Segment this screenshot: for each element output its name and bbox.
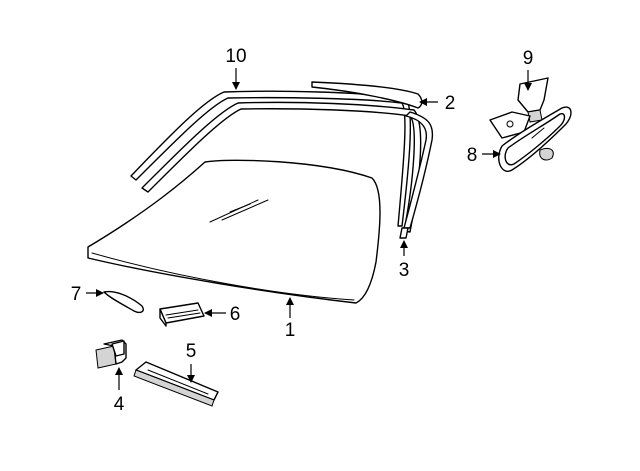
callout-7: 7 bbox=[71, 284, 104, 305]
callout-label: 9 bbox=[523, 48, 534, 69]
glass-spacer bbox=[103, 290, 144, 314]
callout-6: 6 bbox=[204, 304, 241, 325]
callout-8: 8 bbox=[467, 145, 501, 166]
callout-label: 1 bbox=[285, 320, 296, 341]
callout-1: 1 bbox=[285, 297, 296, 341]
callout-label: 10 bbox=[225, 46, 246, 67]
callout-4: 4 bbox=[114, 367, 125, 415]
callout-label: 7 bbox=[71, 284, 82, 305]
windshield-glass bbox=[87, 159, 381, 304]
callout-2: 2 bbox=[419, 93, 456, 114]
rearview-mirror bbox=[498, 106, 572, 172]
callout-label: 2 bbox=[445, 93, 456, 114]
callout-label: 5 bbox=[186, 341, 197, 362]
callout-label: 8 bbox=[467, 145, 478, 166]
molding-clip bbox=[95, 339, 127, 369]
callout-10: 10 bbox=[225, 46, 247, 90]
lower-strip bbox=[133, 361, 219, 407]
callout-5: 5 bbox=[186, 341, 197, 383]
callout-label: 6 bbox=[230, 304, 241, 325]
callout-3: 3 bbox=[399, 240, 410, 281]
callout-9: 9 bbox=[523, 48, 534, 91]
callout-label: 4 bbox=[114, 394, 125, 415]
callout-label: 3 bbox=[399, 260, 410, 281]
molding-end-cap bbox=[399, 227, 409, 239]
support-bracket bbox=[159, 302, 205, 327]
